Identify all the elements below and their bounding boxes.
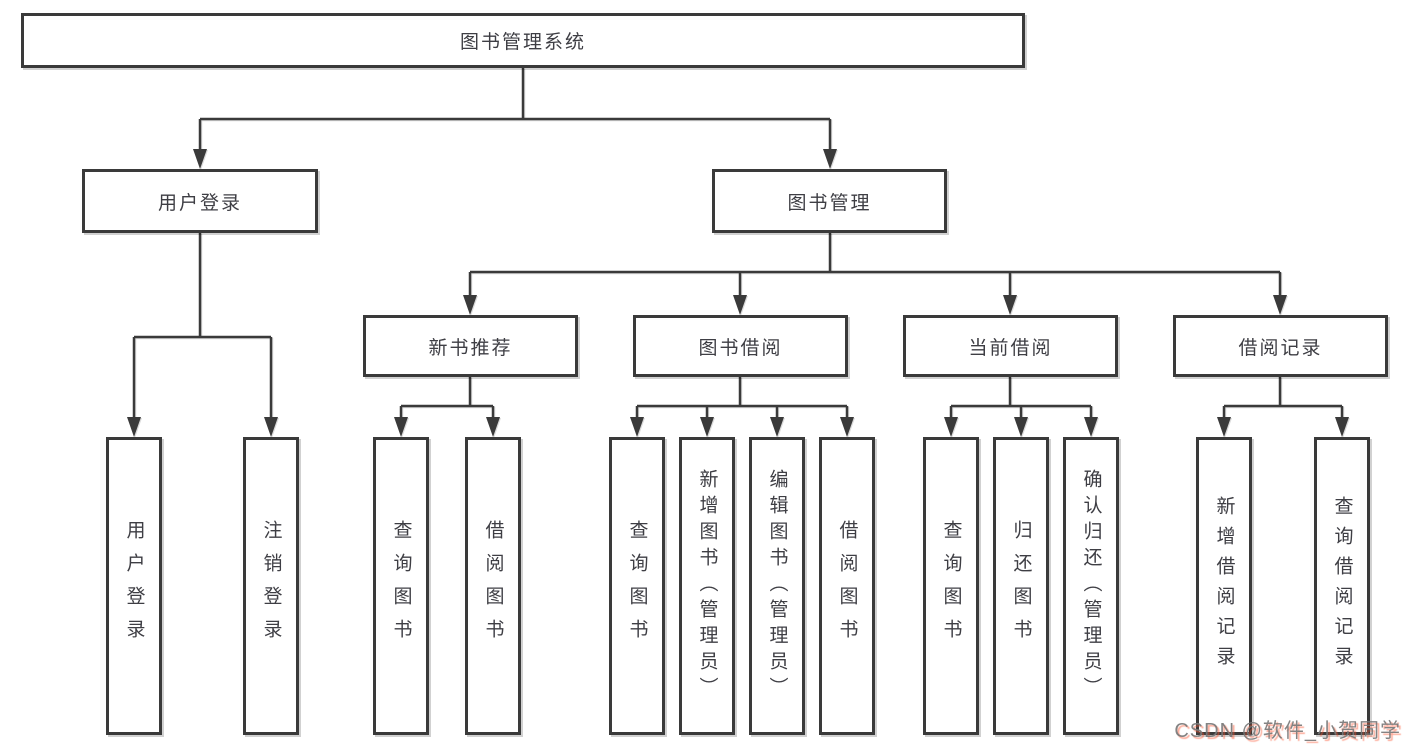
node-book-borrowing: 图书借阅: [633, 315, 848, 377]
leaf-records-add-record: 新增借阅记录: [1196, 437, 1252, 735]
node-borrow-records: 借阅记录: [1173, 315, 1388, 377]
leaf-borrowing-add-books-admin: 新增图书（管理员）: [679, 437, 735, 735]
leaf-recommend-query-books: 查询图书: [373, 437, 429, 735]
node-root-system: 图书管理系统: [21, 13, 1025, 68]
leaf-borrowing-edit-books-admin: 编辑图书（管理员）: [749, 437, 805, 735]
arrowheads: [127, 149, 1349, 437]
csdn-watermark: CSDN @软件_小贺同学: [1174, 720, 1401, 742]
leaf-current-query-books: 查询图书: [923, 437, 979, 735]
node-current-borrowing: 当前借阅: [903, 315, 1118, 377]
leaf-records-query-record: 查询借阅记录: [1314, 437, 1370, 735]
leaf-user-login: 用户登录: [106, 437, 162, 735]
leaf-current-return-books: 归还图书: [993, 437, 1049, 735]
leaf-current-confirm-return-admin: 确认归还（管理员）: [1063, 437, 1119, 735]
leaf-borrowing-borrow-books: 借阅图书: [819, 437, 875, 735]
leaf-borrowing-query-books: 查询图书: [609, 437, 665, 735]
leaf-recommend-borrow-books: 借阅图书: [465, 437, 521, 735]
node-book-management: 图书管理: [712, 169, 947, 233]
node-user-login: 用户登录: [82, 169, 318, 233]
node-new-book-recommend: 新书推荐: [363, 315, 578, 377]
leaf-logout: 注销登录: [243, 437, 299, 735]
